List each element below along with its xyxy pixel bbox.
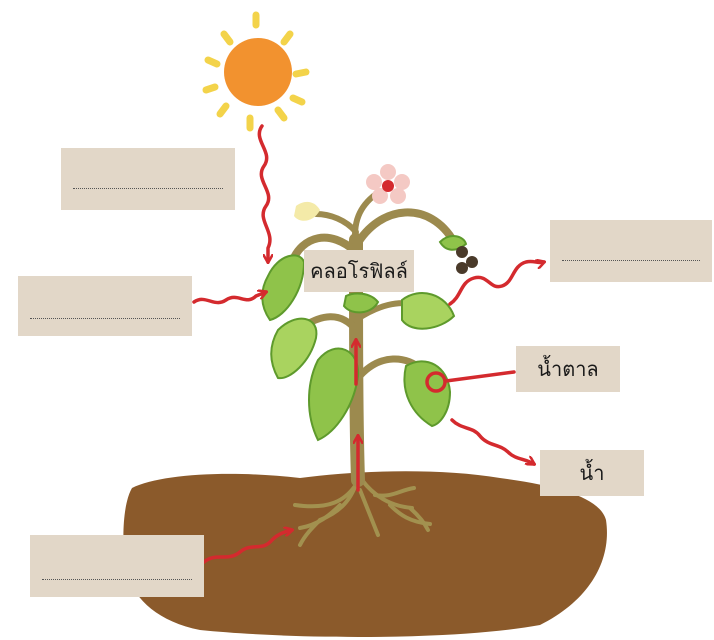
sunlight-arrow: [259, 126, 270, 262]
bud-icon: [294, 202, 320, 221]
chlorophyll-label: คลอโรฟิลล์: [304, 250, 414, 292]
co2-arrow: [194, 292, 266, 303]
water-out-arrow: [452, 420, 534, 464]
blank-sunlight[interactable]: [61, 148, 235, 210]
seed-pod-icon: [456, 246, 478, 274]
sugar-label: น้ำตาล: [516, 346, 620, 392]
flower-icon: [366, 164, 410, 204]
blank-carbon-dioxide[interactable]: [18, 276, 192, 336]
blank-water-from-soil[interactable]: [30, 535, 204, 597]
blank-oxygen[interactable]: [550, 220, 712, 282]
sugar-pointer-line: [446, 372, 514, 381]
sun-icon: [206, 15, 306, 128]
water-label: น้ำ: [540, 450, 644, 496]
